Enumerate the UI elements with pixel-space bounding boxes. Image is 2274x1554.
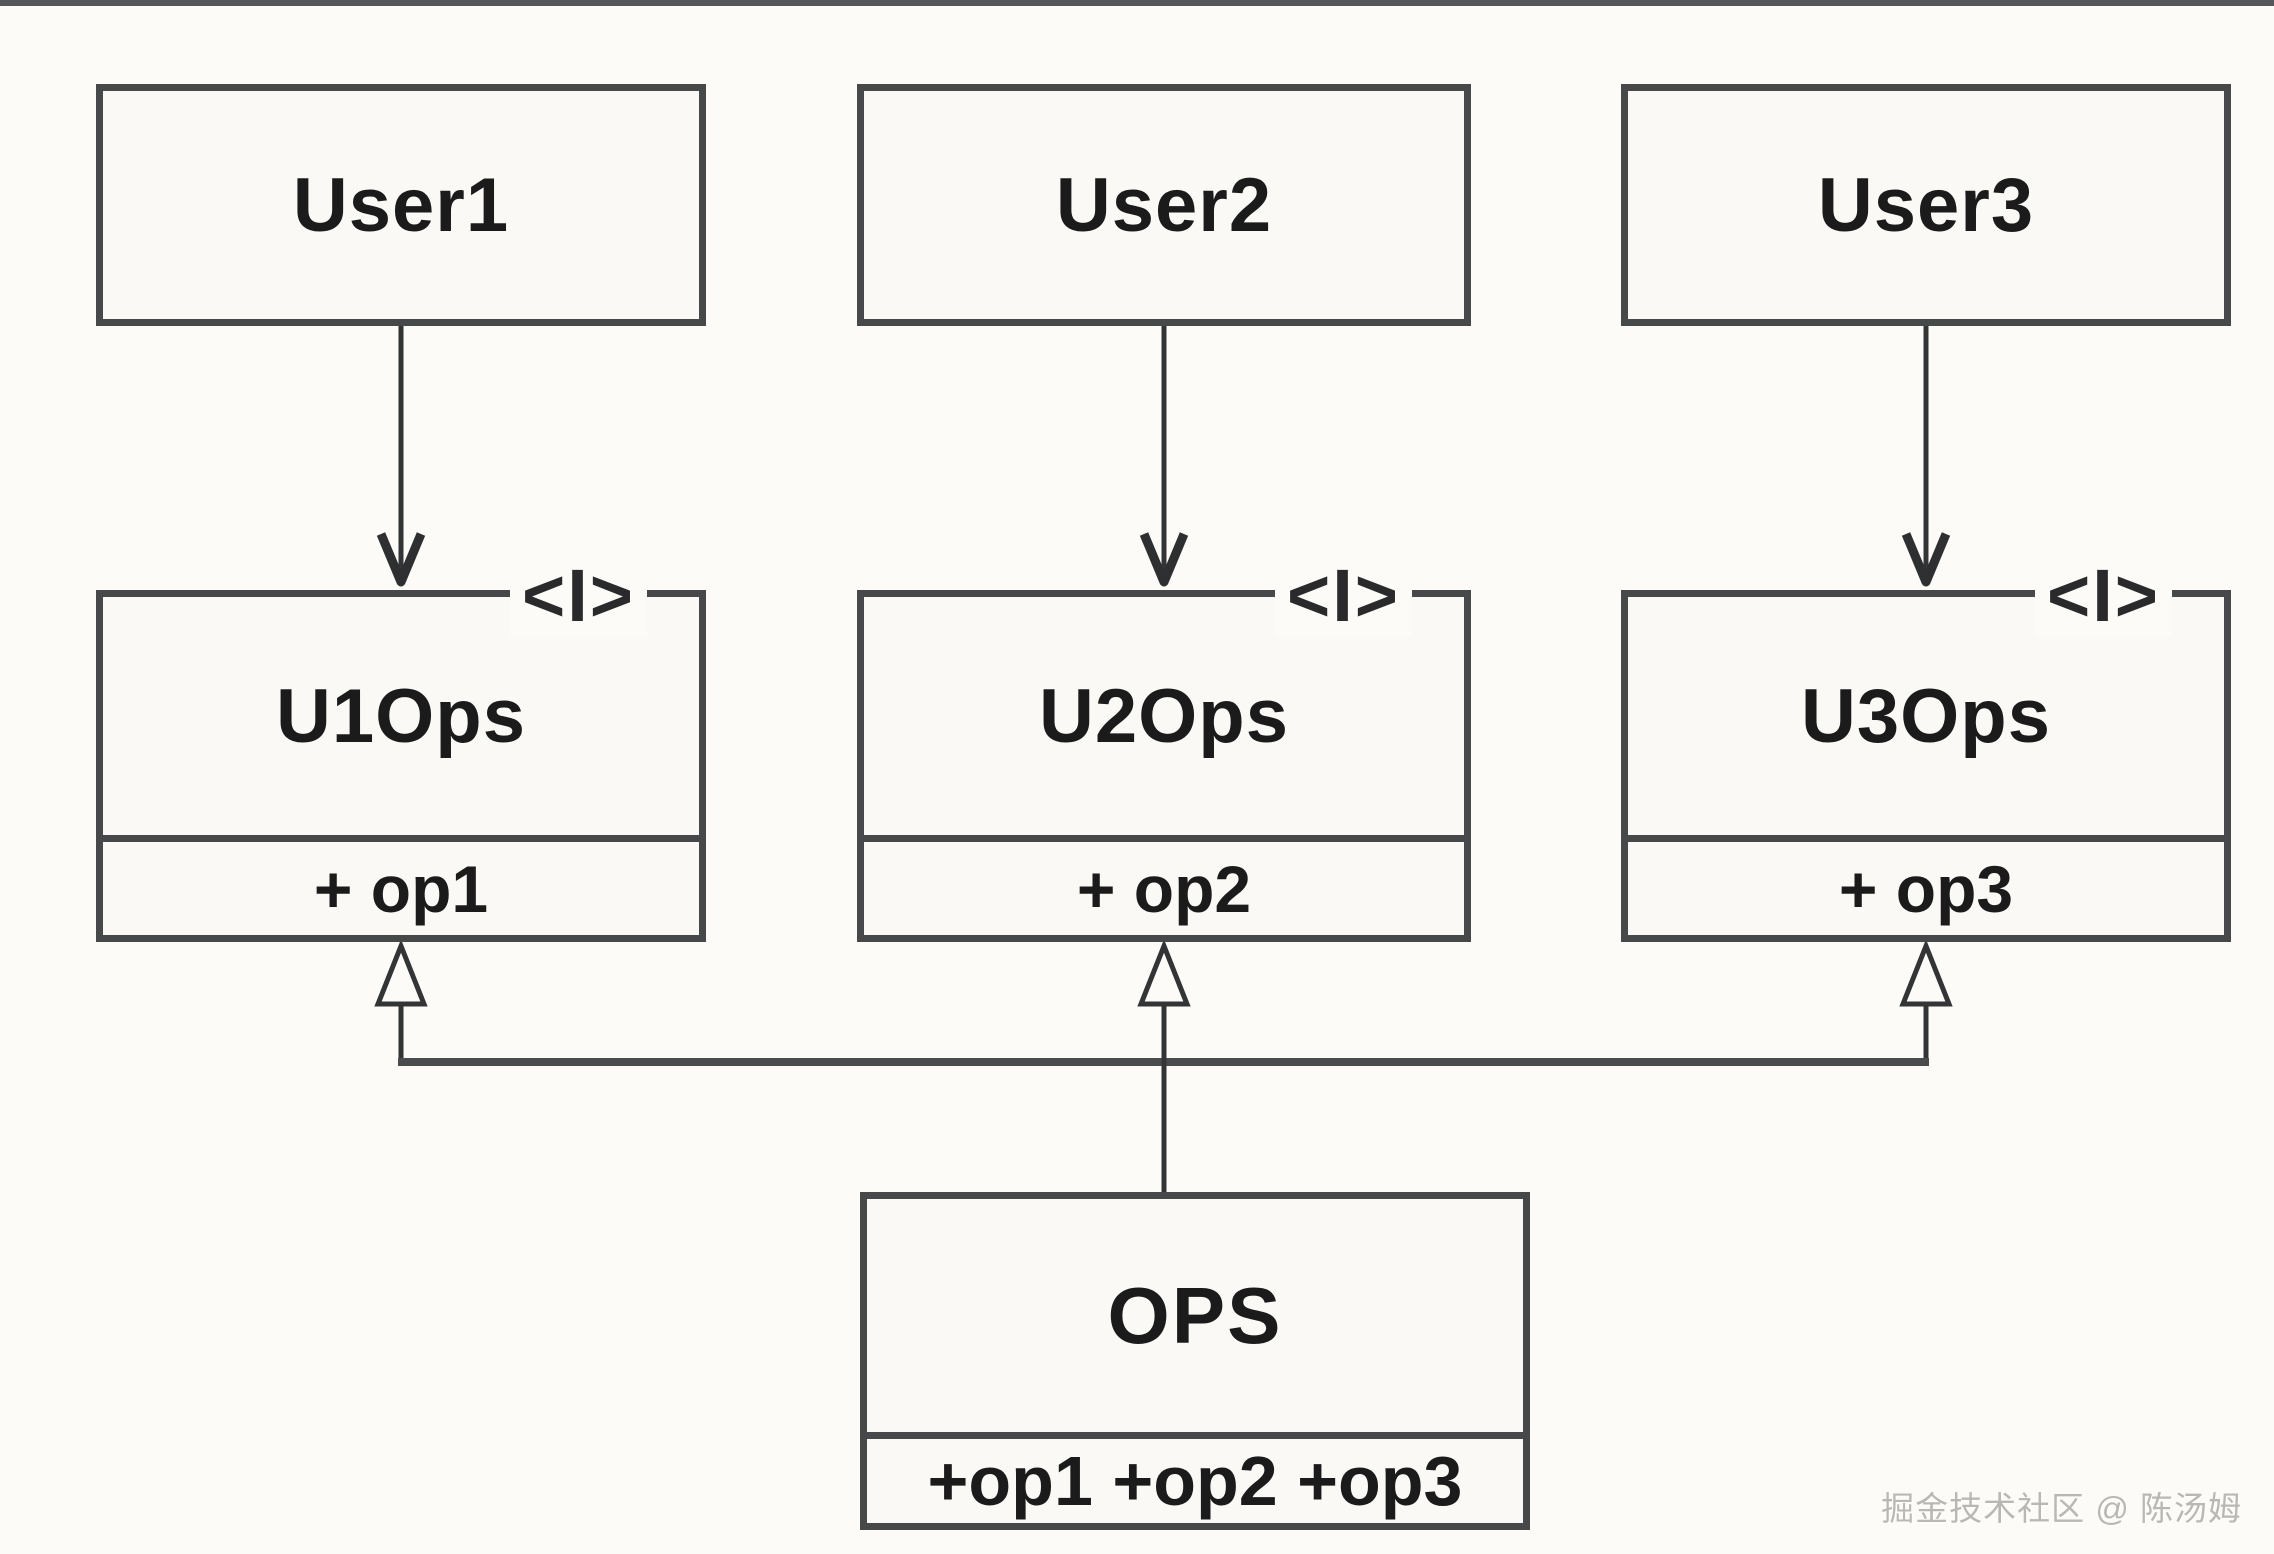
dependency-arrow-user3-u3ops xyxy=(1901,326,1951,587)
interface-box-u2ops: <I> U2Ops + op2 xyxy=(857,555,1471,942)
interface-title-u2ops: U2Ops xyxy=(864,597,1464,842)
class-box-user1: User1 xyxy=(96,84,706,326)
class-box-ops: OPS +op1 +op2 +op3 xyxy=(860,1192,1530,1530)
interface-box-u1ops: <I> U1Ops + op1 xyxy=(96,555,706,942)
class-title-user1: User1 xyxy=(292,162,510,248)
dependency-arrow-user2-u2ops xyxy=(1139,326,1189,587)
class-title-user2: User2 xyxy=(1055,162,1273,248)
class-title-user3: User3 xyxy=(1817,162,2035,248)
interface-method-u1ops: + op1 xyxy=(313,851,489,926)
realization-ops-u1ops xyxy=(374,939,428,1062)
class-methods-ops: +op1 +op2 +op3 xyxy=(927,1442,1463,1520)
interface-stereotype-u2ops: <I> xyxy=(1275,555,1412,637)
interface-stereotype-u1ops: <I> xyxy=(510,555,647,637)
class-box-user3: User3 xyxy=(1621,84,2231,326)
interface-title-u1ops: U1Ops xyxy=(103,597,699,842)
dependency-arrow-user1-u1ops xyxy=(376,326,426,587)
interface-method-u3ops: + op3 xyxy=(1838,851,2014,926)
window-top-edge-bar xyxy=(0,0,2274,6)
class-box-user2: User2 xyxy=(857,84,1471,326)
realization-ops-u3ops xyxy=(1899,939,1953,1062)
realization-ops-u2ops xyxy=(1137,939,1191,1192)
class-title-ops: OPS xyxy=(867,1199,1523,1439)
interface-stereotype-u3ops: <I> xyxy=(2035,555,2172,637)
interface-title-u3ops: U3Ops xyxy=(1628,597,2224,842)
watermark-text: 掘金技术社区 @ 陈汤姆 xyxy=(1881,1490,2242,1527)
interface-box-u3ops: <I> U3Ops + op3 xyxy=(1621,555,2231,942)
interface-method-u2ops: + op2 xyxy=(1076,851,1252,926)
